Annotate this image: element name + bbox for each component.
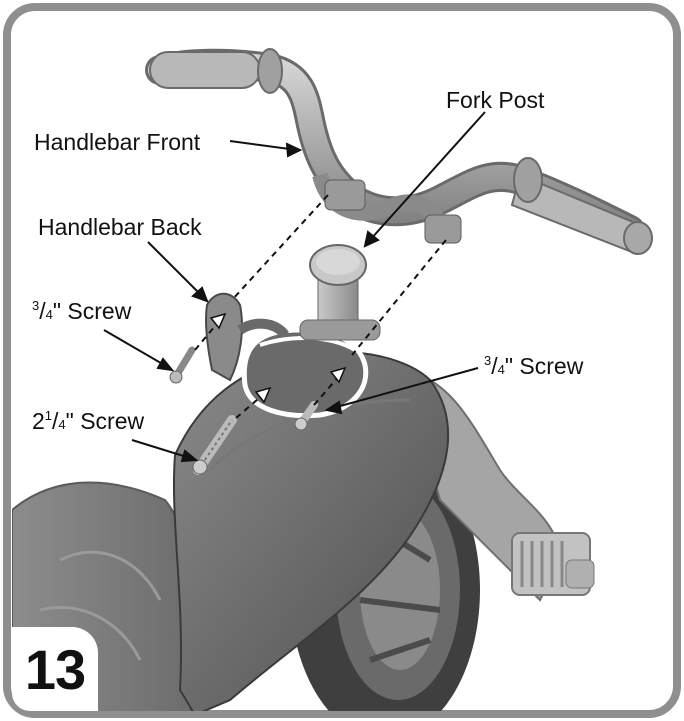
step-badge: 13 <box>12 627 98 711</box>
pedal <box>512 533 594 595</box>
fraction-numerator: 1 <box>45 408 52 423</box>
fraction-whole: 2 <box>32 408 45 434</box>
screw-suffix: " Screw <box>53 298 131 324</box>
label-screw-3-4-right: 3/4" Screw <box>484 354 583 378</box>
screw-suffix: " Screw <box>66 408 144 434</box>
label-handlebar-front: Handlebar Front <box>34 131 200 154</box>
fraction-denominator: 4 <box>46 307 53 322</box>
label-screw-3-4-left: 3/4" Screw <box>32 299 131 323</box>
fraction-denominator: 4 <box>498 362 505 377</box>
fraction-denominator: 4 <box>58 417 65 432</box>
label-fork-post: Fork Post <box>446 89 544 112</box>
label-handlebar-back: Handlebar Back <box>38 216 202 239</box>
fraction-numerator: 3 <box>32 298 39 313</box>
fraction-numerator: 3 <box>484 353 491 368</box>
screw-suffix: " Screw <box>505 353 583 379</box>
step-number: 13 <box>25 637 85 702</box>
label-screw-2-1-4: 21/4" Screw <box>32 409 144 433</box>
